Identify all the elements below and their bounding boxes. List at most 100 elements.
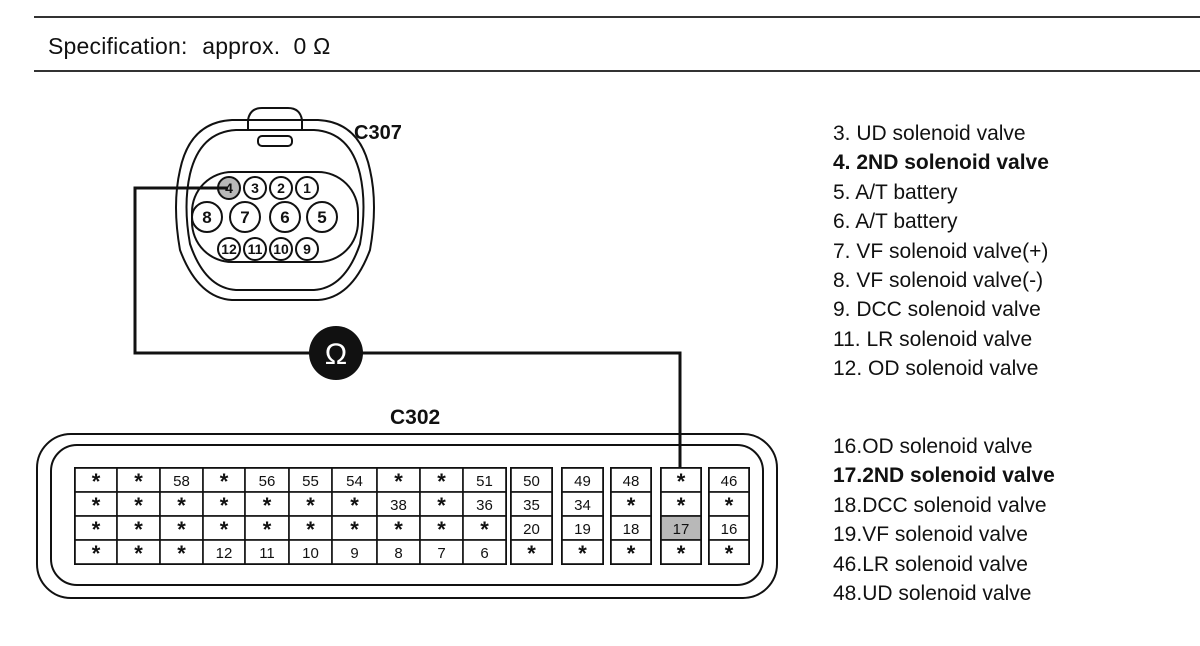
c302-pin-label: 54 [346,473,363,490]
c302-pin-label: * [677,469,686,494]
c302-pin-label: 7 [437,545,445,562]
c307-pin-3: 3 [243,176,267,200]
c302-pin-cell [419,491,464,517]
c302-pin-46: 46 [708,467,750,493]
c302-label: C302 [390,406,440,429]
c302-pin-unused: * [202,467,246,494]
c302-pin-cell [331,539,378,565]
c302-pin-12: 12 [202,539,246,565]
c307-pin-7: 7 [229,201,261,233]
c307-pin-circle [229,201,261,233]
c307-pin-4: 4 [217,176,241,200]
c302-pin-label: * [725,541,734,566]
specification-label: Specification: [48,33,188,59]
c307-pin-label: 2 [277,180,285,196]
c302-pin-cell [610,491,652,517]
c307-label: C307 [354,122,402,144]
c302-pin-unused: * [660,491,702,518]
c302-pin-label: 51 [476,473,493,490]
c302-pin-label: * [437,517,446,542]
c302-pin-label: * [350,517,359,542]
c307-outer-shell [175,119,375,301]
c302-pin-unused: * [331,491,378,518]
c307-pin-label: 7 [240,208,249,227]
ohmmeter-body [309,326,363,380]
c307-pin-circle [191,201,223,233]
c302-pin-unused: * [419,467,464,494]
c302-pin-label: 36 [476,497,493,514]
c307-pin-2: 2 [269,176,293,200]
c302-pin-label: 17 [673,521,690,538]
c302-pin-label: 38 [390,497,407,514]
c302-pin-label: * [677,493,686,518]
c302-pin-label: * [220,517,229,542]
legend-item: 11. LR solenoid valve [833,327,1033,351]
c302-pin-cell [74,539,118,565]
c302-pin-20: 20 [510,515,553,541]
c302-pin-label: 12 [216,545,233,562]
c302-pin-label: * [177,493,186,518]
c302-pin-cell [561,539,604,565]
c302-pin-label: 9 [350,545,358,562]
c302-pin-cell [462,539,507,565]
c307-pin-circle [243,176,267,200]
c302-pin-label: * [92,541,101,566]
c302-pin-label: * [627,493,636,518]
c302-pin-cell [610,515,652,541]
c302-pin-label: * [134,517,143,542]
c307-pin-label: 12 [221,241,237,257]
c302-pin-7: 7 [419,539,464,565]
c302-pin-10: 10 [288,539,333,565]
c307-pin-circle [306,201,338,233]
c302-pin-58: 58 [159,467,204,493]
c302-pin-cell [202,467,246,493]
c302-pin-label: * [527,541,536,566]
c302-pin-label: * [437,469,446,494]
c307-pin-label: 3 [251,180,259,196]
c302-pin-cell [288,515,333,541]
legend-item: 19.VF solenoid valve [833,523,1028,547]
c302-pin-label: 48 [623,473,640,490]
legend-item: 3. UD solenoid valve [833,122,1026,145]
c302-pin-unused: * [116,491,161,518]
c302-pin-36: 36 [462,491,507,517]
legend-item: 48.UD solenoid valve [833,582,1032,606]
c302-pin-unused: * [74,515,118,542]
c302-pin-6: 6 [462,539,507,565]
c302-pin-label: * [220,493,229,518]
c302-pin-cell [660,491,702,517]
c302-pin-unused: * [331,515,378,542]
c302-pin-48: 48 [610,467,652,493]
c302-pin-cell [202,491,246,517]
c302-pin-label: 58 [173,473,190,490]
c302-pin-cell [244,539,290,565]
c307-pin-label: 1 [303,180,311,196]
specification-line: Specification: approx. 0 Ω [48,33,330,60]
c302-pin-unused: * [159,539,204,566]
c302-inner-shell [50,444,764,586]
c302-pin-label: * [263,493,272,518]
c302-pin-50: 50 [510,467,553,493]
c302-pin-unused: * [74,539,118,566]
c307-pin-circle [295,237,319,261]
test-lead-c302 [357,351,682,520]
c302-pin-unused: * [376,515,421,542]
legend-item: 17.2ND solenoid valve [833,464,1055,488]
c302-pin-label: * [134,493,143,518]
c302-pin-unused: * [510,539,553,566]
c302-pin-18: 18 [610,515,652,541]
c302-pin-34: 34 [561,491,604,517]
c302-pin-cell [610,539,652,565]
c302-pin-cell [244,515,290,541]
c302-pin-cell [660,539,702,565]
c302-pin-label: 8 [394,545,402,562]
c302-pin-unused: * [708,539,750,566]
c302-pin-unused: * [419,491,464,518]
c302-pin-label: * [134,541,143,566]
c302-pin-label: 16 [721,521,738,538]
legend-item: 5. A/T battery [833,180,958,204]
c307-pin-circle [269,237,293,261]
